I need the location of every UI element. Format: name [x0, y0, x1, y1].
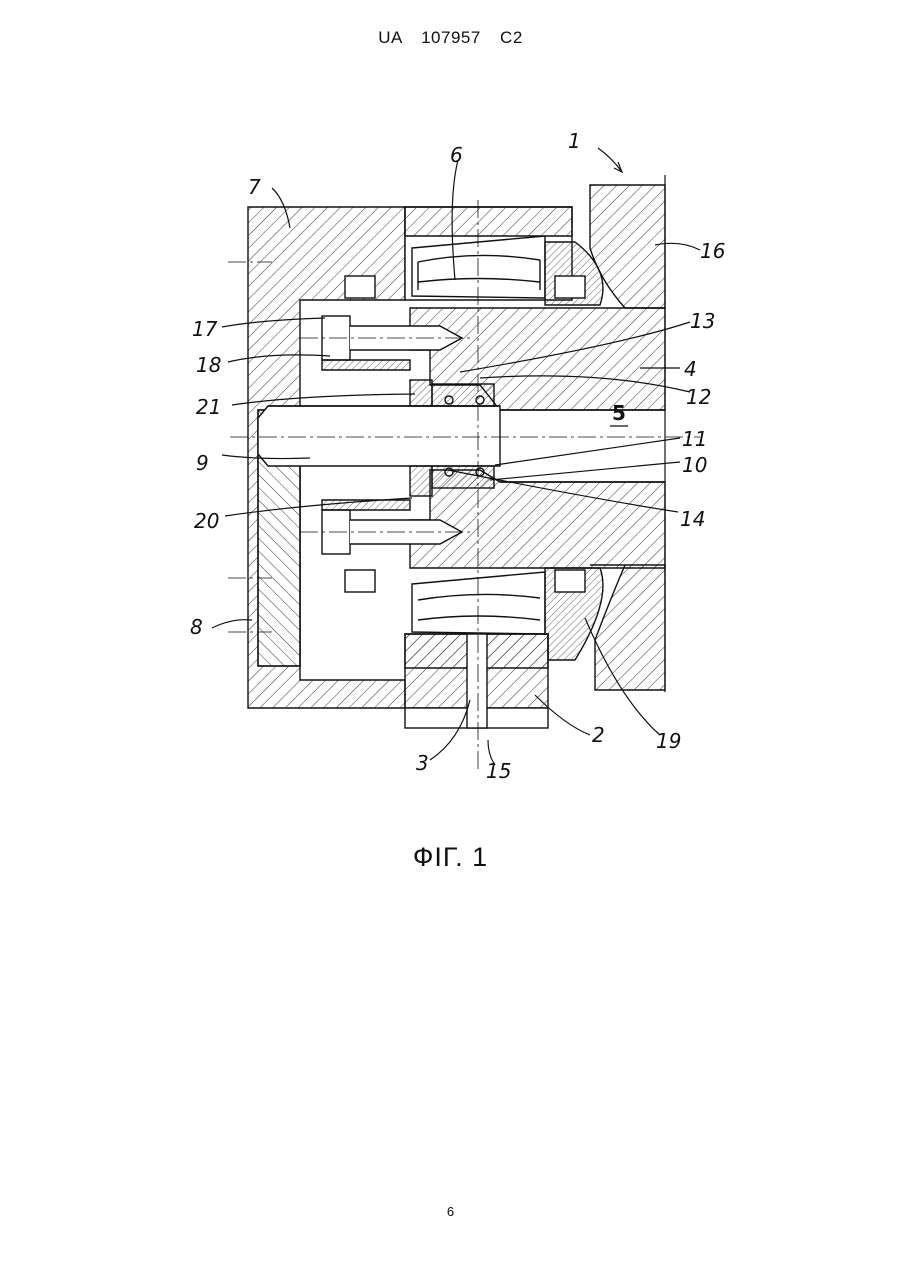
page-number: 6 [0, 1204, 901, 1219]
label-7: 7 [248, 175, 261, 199]
label-4: 4 [684, 357, 697, 381]
label-9: 9 [196, 451, 209, 475]
figure-caption: ФІГ. 1 [0, 842, 901, 873]
label-17: 17 [192, 317, 218, 341]
bolt-3 [467, 634, 487, 728]
label-11: 11 [682, 427, 707, 451]
label-14: 14 [680, 507, 705, 531]
label-18: 18 [196, 353, 221, 377]
label-20: 20 [194, 509, 219, 533]
label-8: 8 [190, 615, 203, 639]
pin-9 [258, 406, 500, 466]
nut-21 [410, 380, 432, 406]
sleeve-18 [322, 360, 410, 370]
seal-ring-12 [432, 384, 494, 406]
roller-bearing-6-bottom [412, 572, 545, 634]
label-13: 13 [690, 309, 715, 333]
label-6: 6 [450, 143, 463, 167]
label-21: 21 [196, 395, 221, 419]
label-2: 2 [592, 723, 605, 747]
label-1: 1 [568, 129, 581, 153]
label-5: 5 [612, 401, 626, 425]
label-15: 15 [486, 759, 511, 783]
label-12: 12 [686, 385, 711, 409]
nut-20 [410, 466, 432, 496]
label-3: 3 [416, 751, 429, 775]
label-16: 16 [700, 239, 725, 263]
label-19: 19 [656, 729, 681, 753]
label-10: 10 [682, 453, 707, 477]
